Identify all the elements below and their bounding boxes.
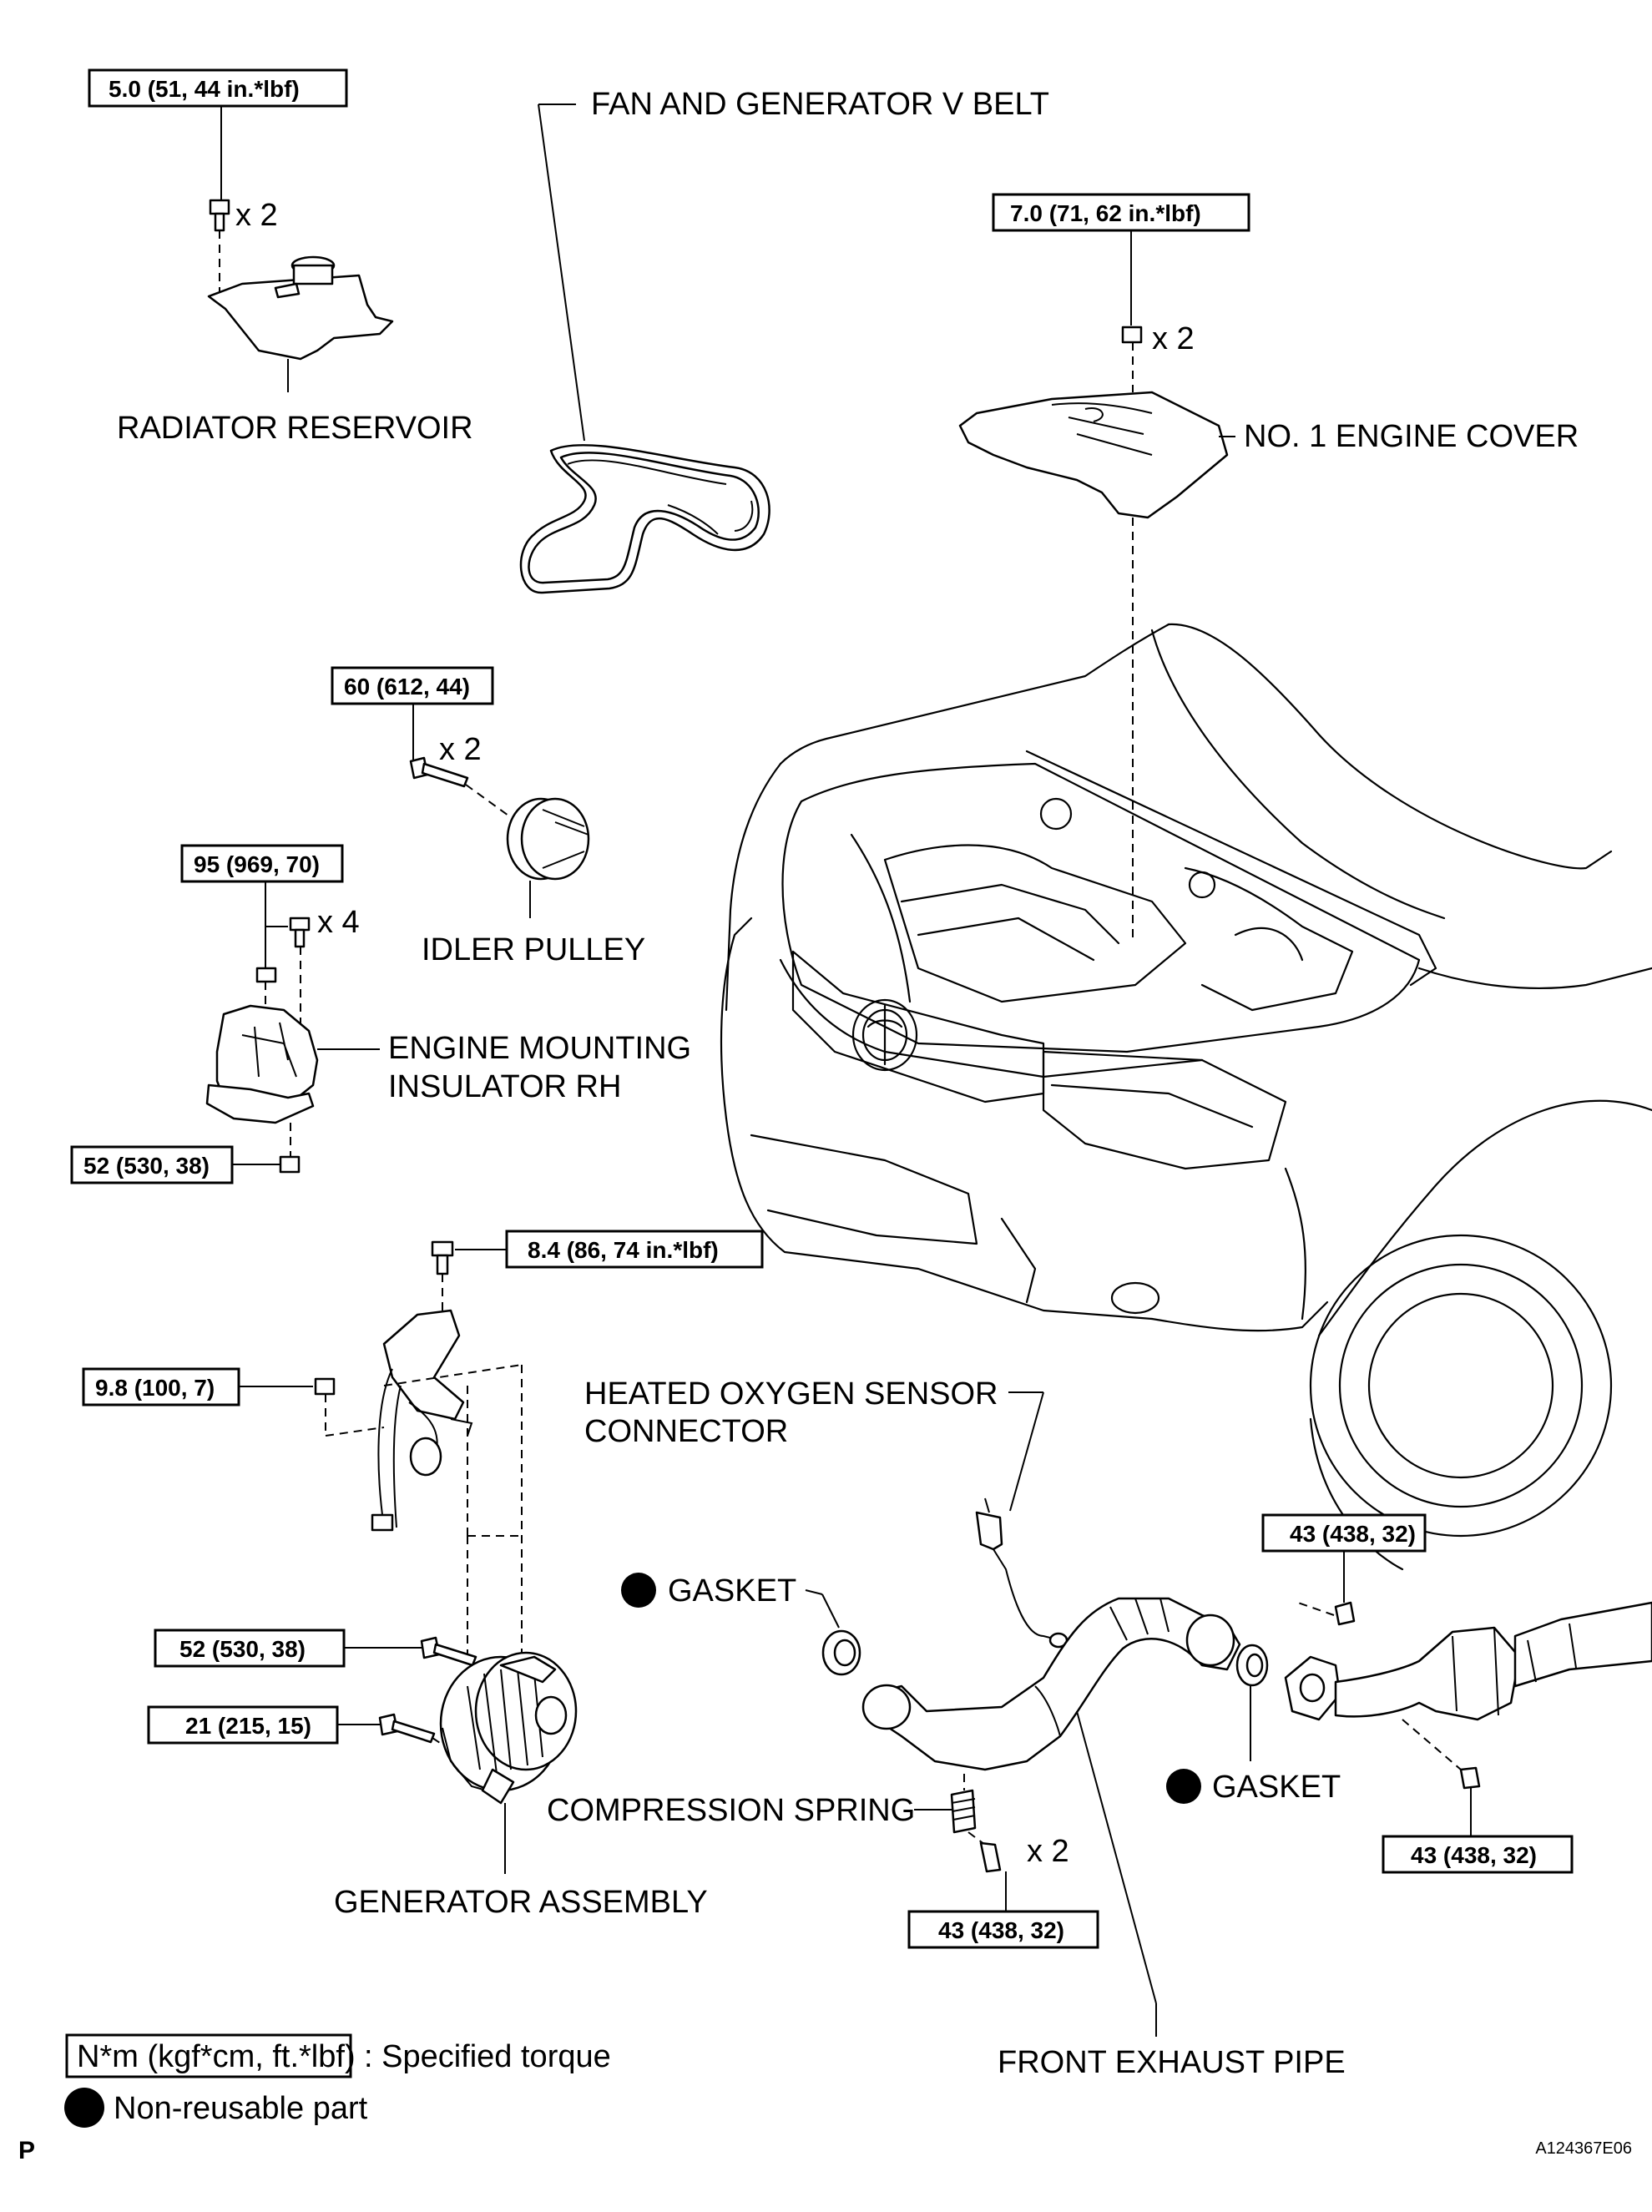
- torque-box-reservoir: [88, 68, 348, 108]
- torque-idler: 60 (612, 44): [344, 674, 470, 699]
- qty-mount: x 4: [317, 905, 360, 940]
- torque-mount-upper: 95 (969, 70): [194, 851, 320, 877]
- torque-exhaust-center: 43 (438, 32): [938, 1917, 1064, 1943]
- torque-box-harness-top: [505, 1230, 764, 1269]
- label-fan-belt: FAN AND GENERATOR V BELT: [591, 87, 1049, 122]
- label-generator: GENERATOR ASSEMBLY: [334, 1885, 708, 1920]
- legend-torque-box: [65, 2033, 352, 2078]
- torque-box-harness-nut: [82, 1367, 240, 1406]
- label-mount-line1: ENGINE MOUNTING: [388, 1031, 691, 1066]
- mount-lower-nut-icon: [279, 1155, 301, 1174]
- label-compression-spring: COMPRESSION SPRING: [547, 1793, 915, 1828]
- reservoir-bolt-icon: [209, 199, 230, 215]
- qty-exhaust: x 2: [1027, 1834, 1069, 1869]
- torque-box-generator-upper: [154, 1629, 346, 1668]
- radiator-reservoir: 5.0 (51, 44 in.*lbf) x 2 RADIATOR RESERV…: [88, 68, 473, 446]
- legend-nonreusable-text: Non-reusable part: [114, 2091, 368, 2126]
- harness-bracket: 8.4 (86, 74 in.*lbf) 9.8 (100, 7): [82, 1230, 764, 1669]
- exhaust-right-bottom-bolt-icon: [1459, 1766, 1481, 1790]
- label-gasket-right: GASKET: [1212, 1770, 1341, 1805]
- front-exhaust-pipe: HEATED OXYGEN SENSOR CONNECTOR GASKET CO…: [547, 1376, 1346, 2080]
- generator-assembly: 52 (530, 38) 21 (215, 15) GENERATOR ASSE…: [147, 1629, 708, 1920]
- catalytic-section: 43 (438, 32) GASKET 43 (438, 32): [1166, 1513, 1652, 1874]
- nonreusable-dot-left: [621, 1573, 656, 1608]
- torque-box-mount-upper: [180, 844, 344, 883]
- mount-nut-icon: [255, 967, 277, 983]
- torque-harness-nut: 9.8 (100, 7): [95, 1375, 215, 1401]
- engine-cover-nut-icon: [1121, 326, 1143, 344]
- qty-reservoir: x 2: [235, 198, 278, 233]
- o2-connector-icon: [975, 1511, 1003, 1551]
- label-front-exhaust: FRONT EXHAUST PIPE: [998, 2045, 1346, 2080]
- torque-box-exhaust-right-bottom: [1382, 1835, 1574, 1874]
- torque-mount-lower: 52 (530, 38): [83, 1153, 210, 1179]
- nonreusable-dot-right: [1166, 1769, 1201, 1804]
- torque-box-exhaust-center: [907, 1910, 1099, 1949]
- torque-generator-upper: 52 (530, 38): [179, 1636, 306, 1662]
- qty-idler: x 2: [439, 732, 482, 767]
- torque-reservoir: 5.0 (51, 44 in.*lbf): [109, 76, 300, 102]
- label-idler-pulley: IDLER PULLEY: [422, 932, 645, 967]
- torque-exhaust-right-bottom: 43 (438, 32): [1411, 1842, 1537, 1868]
- harness-bolt-icon: [431, 1240, 454, 1257]
- mount-bolt-icon: [289, 917, 311, 932]
- figure-code: A124367E06: [1535, 2139, 1632, 2158]
- label-o2-line1: HEATED OXYGEN SENSOR: [584, 1376, 998, 1412]
- torque-engine-cover: 7.0 (71, 62 in.*lbf): [1010, 200, 1201, 226]
- corner-letter: P: [18, 2137, 35, 2164]
- vehicle-outline: [720, 623, 1652, 1571]
- torque-exhaust-right-top: 43 (438, 32): [1290, 1521, 1416, 1547]
- label-radiator-reservoir: RADIATOR RESERVOIR: [117, 411, 473, 446]
- legend-torque-text: : Specified torque: [364, 2039, 611, 2074]
- qty-engine-cover: x 2: [1152, 321, 1195, 356]
- harness-nut-icon: [314, 1377, 336, 1396]
- idler-pulley: 60 (612, 44) x 2 IDLER PULLEY: [331, 666, 645, 967]
- fan-and-generator-v-belt: FAN AND GENERATOR V BELT: [519, 87, 1049, 594]
- label-o2-line2: CONNECTOR: [584, 1414, 788, 1449]
- no1-engine-cover: 7.0 (71, 62 in.*lbf) x 2 NO. 1 ENGINE CO…: [958, 193, 1579, 939]
- torque-harness-top: 8.4 (86, 74 in.*lbf): [528, 1237, 719, 1263]
- engine-mounting-insulator-rh: 95 (969, 70) x 4 ENGINE MOUNTING INSULAT…: [70, 844, 691, 1184]
- torque-generator-lower: 21 (215, 15): [185, 1713, 311, 1739]
- exhaust-center-bolt-icon: [979, 1841, 1002, 1873]
- label-mount-line2: INSULATOR RH: [388, 1069, 621, 1104]
- torque-box-mount-lower: [70, 1145, 234, 1184]
- legend-nonreusable-dot: [64, 2088, 104, 2128]
- legend: N*m (kgf*cm, ft.*lbf) : Specified torque…: [64, 2033, 611, 2128]
- torque-box-exhaust-right-top: [1261, 1513, 1427, 1553]
- label-engine-cover: NO. 1 ENGINE COVER: [1244, 419, 1579, 454]
- exhaust-right-top-bolt-icon: [1334, 1601, 1356, 1626]
- label-gasket-left: GASKET: [668, 1573, 796, 1608]
- torque-box-engine-cover: [992, 193, 1250, 232]
- legend-torque-box-text: N*m (kgf*cm, ft.*lbf): [77, 2039, 356, 2074]
